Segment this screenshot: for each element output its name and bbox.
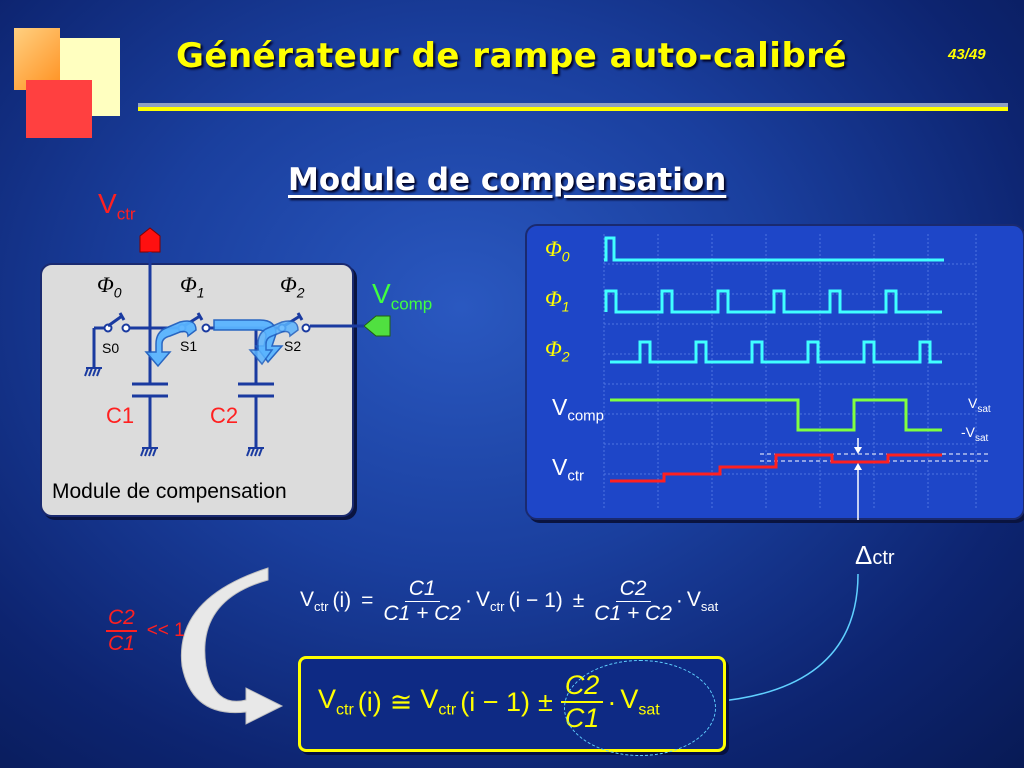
- circuit-phi1-label: Φ1: [180, 272, 205, 301]
- timing-phi1-label: Φ1: [545, 286, 570, 315]
- ratio-numerator: C2: [106, 606, 137, 632]
- vsat-label: Vsat: [968, 395, 991, 415]
- switch-s0-label: S0: [102, 340, 120, 356]
- ground-c1: [140, 447, 158, 457]
- vctr-signal: [610, 453, 942, 483]
- circuit-phi2-label: Φ2: [280, 272, 305, 301]
- ratio-relation: << 1: [146, 620, 185, 641]
- ground-s0: [84, 367, 102, 377]
- circuit-diagram: [84, 227, 391, 457]
- circuit-phi0-label: Φ0: [97, 272, 122, 301]
- capacitor-c2-label: C2: [210, 403, 239, 428]
- timing-vcomp-label: Vcomp: [552, 394, 605, 425]
- vcomp-signal: [610, 398, 942, 432]
- ground-c2: [246, 447, 264, 457]
- phi1-signal: [604, 289, 942, 314]
- timing-phi2-label: Φ2: [545, 336, 570, 365]
- neg-vsat-label: -Vsat: [961, 424, 989, 444]
- charge-flow-arrow-3: [248, 320, 299, 366]
- circuit-caption: Module de compensation: [52, 480, 287, 503]
- timing-vctr-label: Vctr: [552, 454, 585, 485]
- title-underline: [138, 103, 1008, 107]
- capacitor-c1-label: C1: [106, 403, 135, 428]
- ratio-condition: C2 C1 << 1: [106, 606, 185, 656]
- circuit-vcomp-label: Vcomp: [372, 278, 433, 314]
- derivation-arrow: [180, 567, 284, 725]
- vcomp-terminal: [363, 315, 391, 337]
- highlight-ellipse: [564, 660, 716, 756]
- logo-squares: [14, 28, 124, 140]
- switch-s1-label: S1: [180, 338, 198, 354]
- phi2-signal: [610, 340, 942, 364]
- equation-exact: Vctr (i) = C1 C1 + C2 · Vctr (i − 1) ± C…: [300, 576, 719, 625]
- delta-ctr-label: Δctr: [855, 540, 895, 570]
- charge-flow-arrow-1: [144, 320, 197, 368]
- phi0-signal: [604, 236, 944, 262]
- timing-phi0-label: Φ0: [545, 236, 570, 265]
- slide-title: Générateur de rampe auto-calibré: [176, 36, 848, 76]
- ratio-denominator: C1: [108, 632, 135, 655]
- circuit-vctr-label: Vctr: [98, 188, 136, 224]
- timing-panel: [525, 224, 1024, 520]
- timing-diagram: [603, 234, 990, 520]
- vctr-terminal: [139, 227, 161, 253]
- circuit-panel: [40, 263, 354, 517]
- switch-s2-label: S2: [284, 338, 302, 354]
- section-heading: Module de compensation: [288, 162, 727, 198]
- page-number: 43/49: [948, 46, 986, 63]
